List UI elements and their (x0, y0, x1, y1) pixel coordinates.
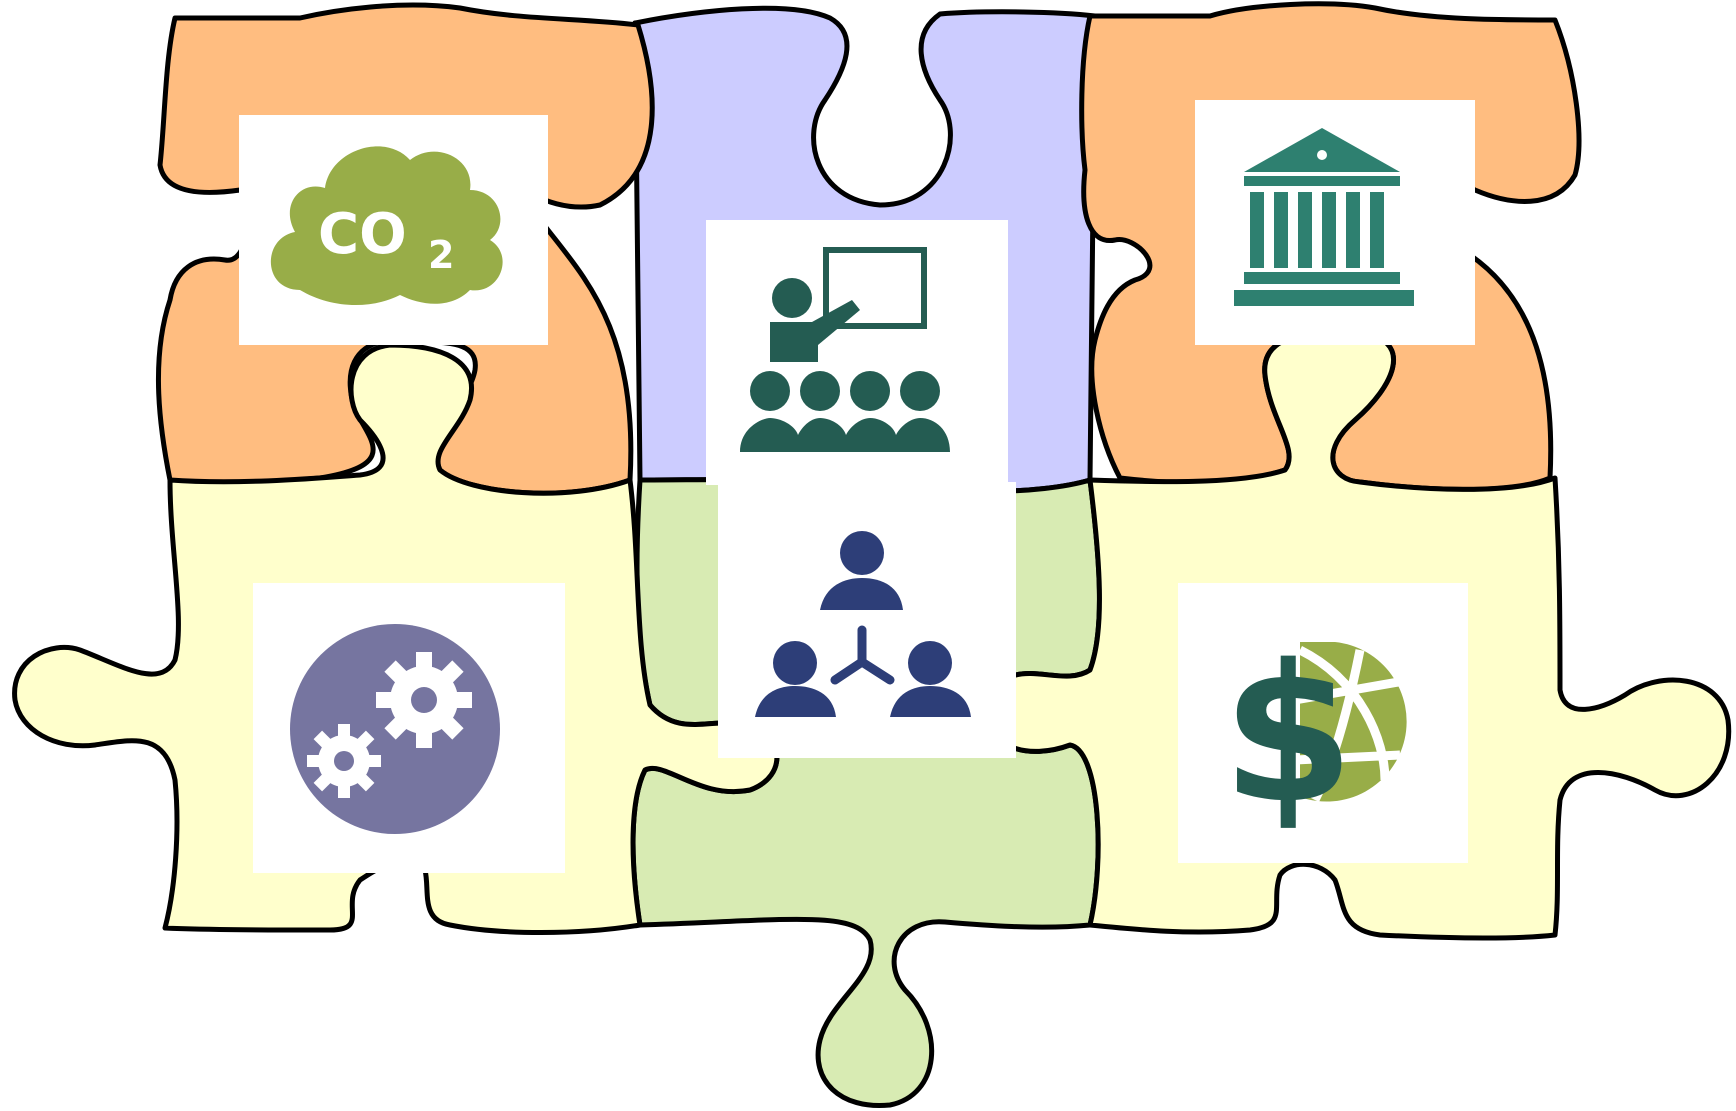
co2-subscript: 2 (428, 233, 454, 277)
network-panel (718, 482, 1016, 758)
government-building-icon (1234, 128, 1414, 306)
co2-cloud-icon: CO 2 (270, 146, 503, 306)
finance-panel: $ (1178, 583, 1468, 863)
gears-panel (253, 583, 565, 873)
people-network-icon (755, 531, 971, 717)
dollar-globe-icon: $ (1222, 624, 1411, 845)
gears-icon (290, 624, 500, 834)
teaching-panel (706, 220, 1008, 485)
dollar-symbol: $ (1222, 624, 1354, 845)
co2-panel: CO 2 (239, 115, 548, 345)
government-panel (1195, 100, 1475, 345)
teacher-presentation-icon (740, 247, 950, 452)
co2-text: CO (318, 202, 407, 267)
